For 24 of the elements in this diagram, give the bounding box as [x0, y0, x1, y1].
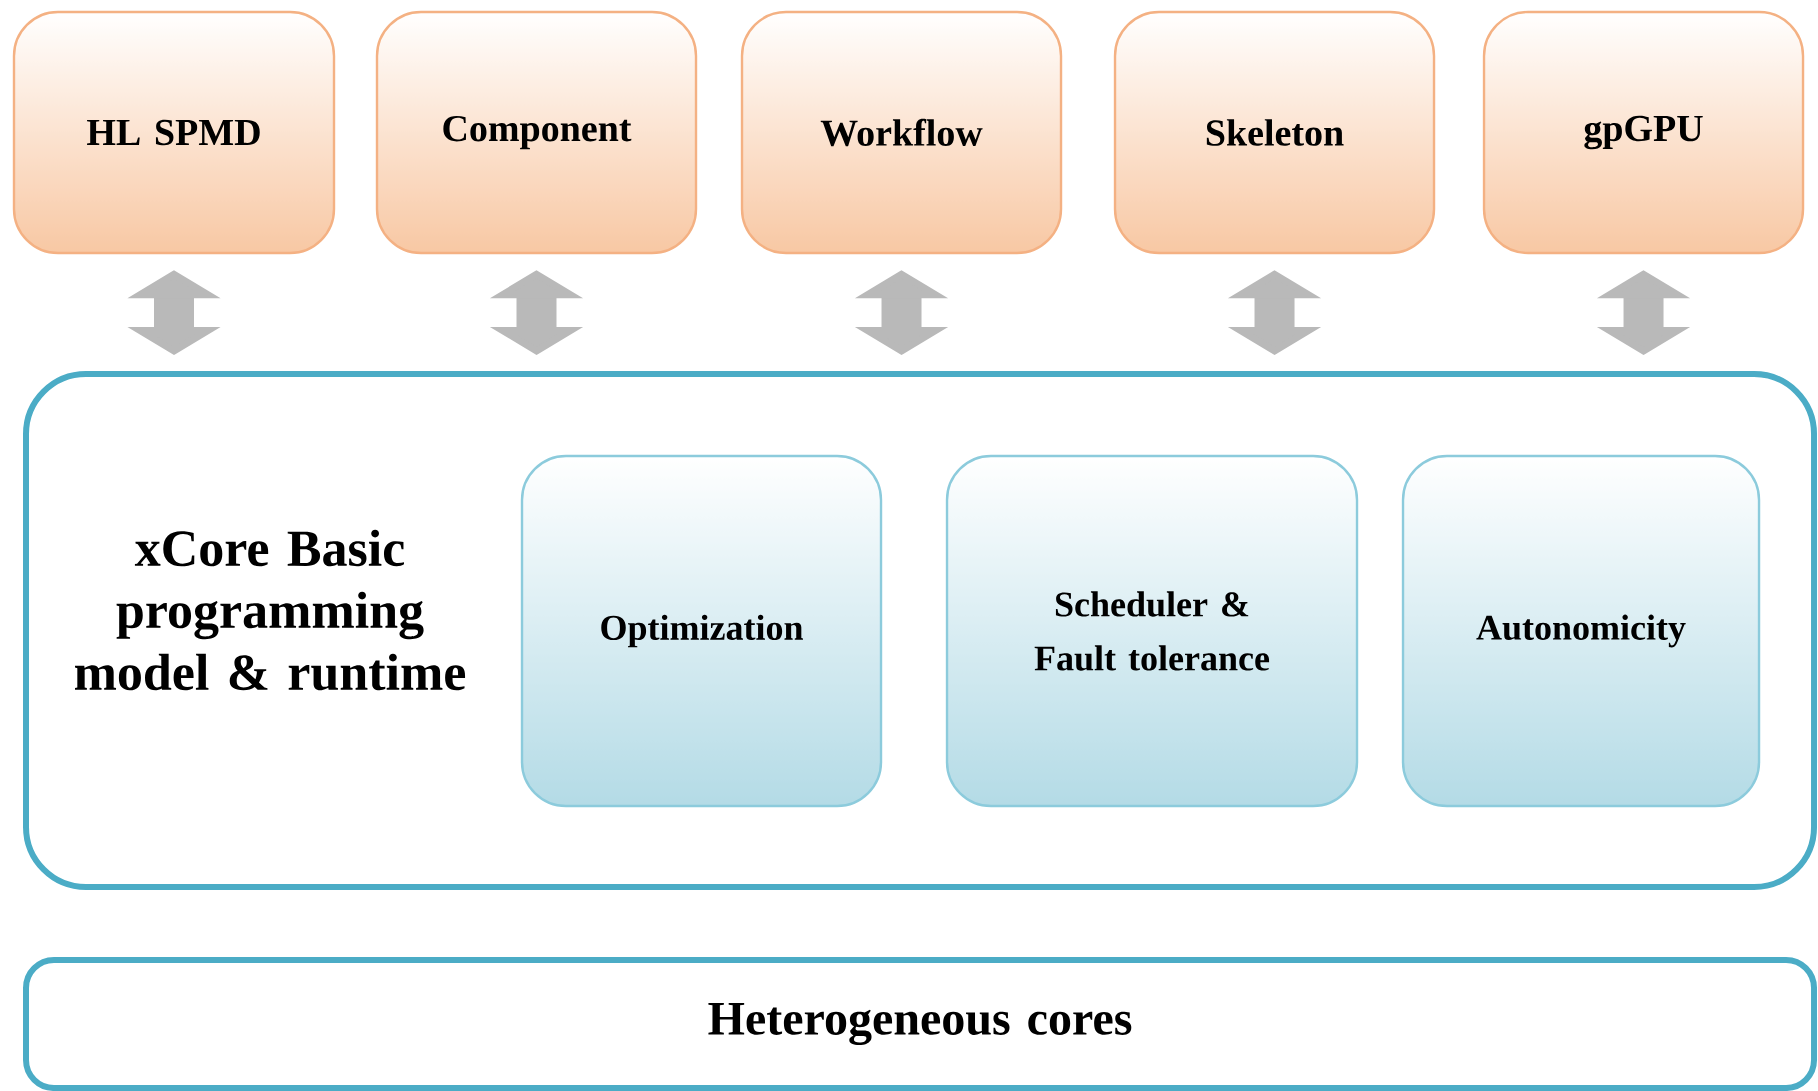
- rounded-box: [945, 454, 1359, 808]
- rounded-box: [1482, 10, 1805, 255]
- box-label: Optimization: [601, 614, 803, 648]
- box-label: HL SPMD: [87, 119, 260, 146]
- box-label: Skeleton: [1206, 119, 1344, 146]
- box-label: Component: [443, 115, 632, 150]
- box-label: Scheduler & Fault tolerance: [1034, 591, 1270, 671]
- rounded-box: [12, 10, 336, 255]
- box-label: gpGPU: [1584, 115, 1703, 150]
- container-title: xCore Basic programming model & runtime: [75, 529, 466, 691]
- box-label: Autonomicity: [1476, 614, 1686, 648]
- rounded-box: [1401, 454, 1761, 808]
- layer-box: [23, 957, 1818, 1091]
- box-label: Workflow: [820, 118, 983, 147]
- double-arrow: [127, 270, 221, 355]
- box-label: Heterogeneous cores: [708, 1003, 1132, 1046]
- double-arrow: [1596, 270, 1691, 355]
- rounded-box: [1113, 10, 1436, 255]
- rounded-box: [375, 10, 698, 255]
- double-arrow: [1227, 270, 1322, 355]
- rounded-box: [520, 454, 883, 808]
- rounded-box: [740, 10, 1063, 255]
- double-arrow: [489, 270, 584, 355]
- double-arrow: [854, 270, 949, 355]
